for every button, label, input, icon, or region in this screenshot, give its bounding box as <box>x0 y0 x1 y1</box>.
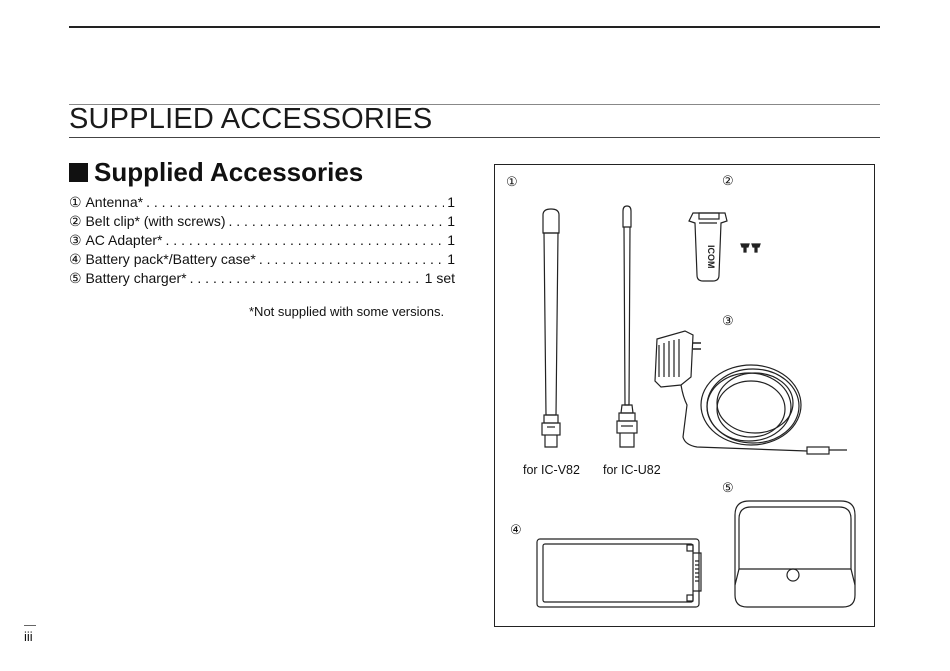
battery-charger-icon <box>734 500 856 608</box>
title-rule-top <box>69 104 880 105</box>
title-rule-bottom <box>69 137 880 138</box>
screws-icon <box>740 243 761 253</box>
item-name: AC Adapter* <box>85 232 163 248</box>
item-qty: 1 <box>447 251 455 267</box>
item-name: Antenna* <box>85 194 144 210</box>
label-ac-adapter: ③ <box>722 313 734 328</box>
accessory-list: ① Antenna* 1 ② Belt clip* (with screws) 1 … <box>69 193 455 288</box>
list-item: ④ Battery pack*/Battery case* 1 <box>69 250 455 269</box>
item-qty: 1 <box>447 194 455 210</box>
battery-pack-icon <box>536 538 702 608</box>
list-item: ① Antenna* 1 <box>69 193 455 212</box>
list-item: ② Belt clip* (with screws) 1 <box>69 212 455 231</box>
section-subheading: Supplied Accessories <box>69 157 363 188</box>
square-bullet-icon <box>69 163 88 182</box>
item-number: ⑤ <box>69 270 82 286</box>
page-number: iii <box>24 629 33 644</box>
antenna-u82-icon <box>616 205 638 448</box>
item-name: Battery charger* <box>85 270 187 286</box>
label-antenna: ① <box>506 174 518 189</box>
caption-ic-u82: for IC-U82 <box>603 463 661 477</box>
item-number: ① <box>69 194 82 210</box>
item-qty: 1 set <box>424 270 455 286</box>
item-qty: 1 <box>447 232 455 248</box>
antenna-v82-icon <box>541 208 561 448</box>
page-number-rule <box>24 625 36 626</box>
item-name: Belt clip* (with screws) <box>85 213 226 229</box>
list-item: ③ AC Adapter* 1 <box>69 231 455 250</box>
label-belt-clip: ② <box>722 173 734 188</box>
illustration-frame: ① ② ③ ⑤ ④ for IC-V82 for IC-U82 <box>494 164 875 627</box>
item-qty: 1 <box>447 213 455 229</box>
page-title: SUPPLIED ACCESSORIES <box>69 103 433 135</box>
item-number: ③ <box>69 232 82 248</box>
item-number: ④ <box>69 251 82 267</box>
footnote: *Not supplied with some versions. <box>249 304 445 319</box>
list-item: ⑤ Battery charger* 1 set <box>69 269 455 288</box>
subheading-text: Supplied Accessories <box>94 157 364 187</box>
ac-adapter-icon <box>654 330 847 455</box>
caption-ic-v82: for IC-V82 <box>523 463 580 477</box>
top-rule <box>69 26 880 28</box>
clip-logo-text: ICOM <box>706 245 716 269</box>
label-battery-pack: ④ <box>510 522 522 537</box>
item-name: Battery pack*/Battery case* <box>85 251 256 267</box>
item-number: ② <box>69 213 82 229</box>
belt-clip-icon: ICOM <box>688 212 728 282</box>
label-battery-charger: ⑤ <box>722 480 734 495</box>
